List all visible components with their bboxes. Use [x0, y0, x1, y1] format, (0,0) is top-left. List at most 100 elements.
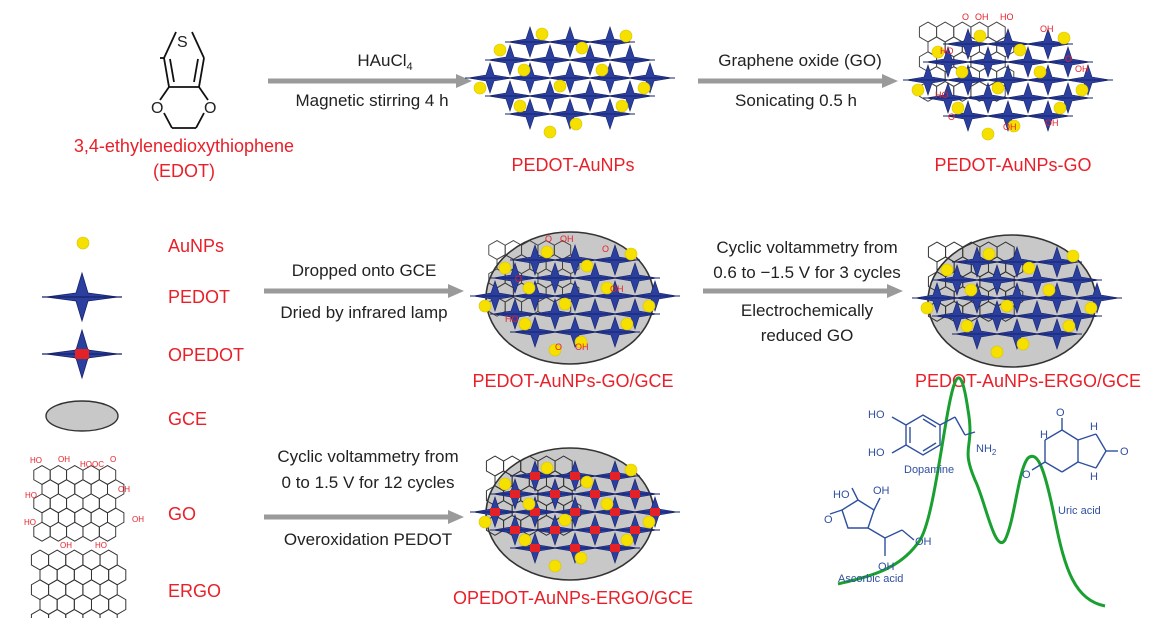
- step-1-condition: Magnetic stirring 4 h: [295, 91, 448, 110]
- dopamine-ho-1: HO: [868, 409, 885, 421]
- step-1-reagent: HAuCl4: [357, 51, 412, 73]
- arrow-step-5: [264, 510, 464, 524]
- ascorbic-acid-oh-1: OH: [873, 485, 890, 497]
- legend-opedot-icon: [41, 329, 123, 379]
- arrow-step-3: [264, 284, 464, 298]
- legend-gce-label: GCE: [168, 409, 207, 429]
- svg-text:HO: HO: [25, 491, 37, 500]
- product-pedot-aunps-go: PEDOT-AuNPs-GO: [934, 155, 1091, 175]
- ascorbic-acid-label: Ascorbic acid: [838, 573, 903, 585]
- edot-atom-o-right: O: [204, 100, 216, 117]
- voltammogram-curve: [837, 376, 1106, 608]
- legend-go-icon: [34, 466, 124, 542]
- legend-ergo-icon: [31, 550, 125, 618]
- product-opedot-aunps-ergo-gce: OPEDOT-AuNPs-ERGO/GCE: [453, 588, 693, 608]
- svg-text:OH: OH: [975, 12, 989, 22]
- go-functional-groups-2: O OH O O HO OH O OH: [505, 234, 624, 352]
- svg-text:HO: HO: [30, 456, 42, 465]
- step-4-line3: Electrochemically: [741, 301, 874, 320]
- uric-acid-o-top: O: [1056, 407, 1065, 419]
- legend-go-label: GO: [168, 504, 196, 524]
- go-functional-groups-1: O OH HO OH HO HO O O OH OH OH: [935, 12, 1089, 132]
- ascorbic-acid-structure: [829, 487, 915, 556]
- step-4-line2: 0.6 to −1.5 V for 3 cycles: [713, 263, 901, 282]
- step-5-line1: Cyclic voltammetry from: [277, 447, 458, 466]
- pedot-aunps-cluster: [465, 27, 675, 138]
- svg-text:O: O: [110, 455, 116, 464]
- step-4-line1: Cyclic voltammetry from: [716, 238, 897, 257]
- dopamine-structure: [891, 414, 976, 456]
- uric-acid-nh-3: H: [1090, 471, 1098, 483]
- uric-acid-nh-2: H: [1040, 429, 1048, 441]
- edot-atom-s: S: [177, 34, 188, 51]
- svg-text:OH: OH: [1075, 64, 1089, 74]
- step-4-line4: reduced GO: [761, 326, 854, 345]
- svg-text:OH: OH: [560, 234, 574, 244]
- arrow-step-1: [268, 74, 472, 88]
- opedot-aunps-ergo-gce-cluster: [470, 456, 680, 572]
- dopamine-label: Dopamine: [904, 464, 954, 476]
- pedot-aunps-go-gce-cluster: [470, 241, 680, 356]
- arrow-step-4: [703, 284, 903, 298]
- legend-aunps-icon: [76, 236, 90, 250]
- pedot-aunps-ergo-gce-cluster: [912, 242, 1122, 358]
- svg-text:HO: HO: [24, 518, 36, 527]
- step-5-line3: Overoxidation PEDOT: [284, 530, 452, 549]
- edot-molecule: [159, 31, 209, 129]
- svg-text:O: O: [602, 244, 609, 254]
- step-2-condition: Sonicating 0.5 h: [735, 91, 857, 110]
- dopamine-nh2: NH2: [976, 443, 997, 457]
- svg-text:OH: OH: [1003, 122, 1017, 132]
- svg-text:OH: OH: [118, 485, 130, 494]
- step-2-reagent: Graphene oxide (GO): [718, 51, 881, 70]
- legend-aunps-label: AuNPs: [168, 236, 224, 256]
- ascorbic-acid-oh-2: OH: [878, 561, 895, 573]
- svg-text:HO: HO: [505, 314, 519, 324]
- edot-atom-o-left: O: [151, 100, 163, 117]
- uric-acid-label: Uric acid: [1058, 505, 1101, 517]
- ascorbic-acid-oh-3: OH: [915, 536, 932, 548]
- svg-text:OH: OH: [610, 284, 624, 294]
- svg-text:OH: OH: [60, 541, 72, 550]
- svg-text:OH: OH: [1045, 118, 1059, 128]
- uric-acid-nh-1: H: [1090, 421, 1098, 433]
- svg-text:O: O: [515, 274, 522, 284]
- ascorbic-acid-o: O: [824, 514, 833, 526]
- arrow-step-2: [698, 74, 898, 88]
- legend-ergo-label: ERGO: [168, 581, 221, 601]
- legend-gce-icon: [45, 400, 119, 432]
- svg-text:O: O: [948, 112, 955, 122]
- svg-text:O: O: [555, 342, 562, 352]
- svg-text:OH: OH: [575, 342, 589, 352]
- legend-pedot-label: PEDOT: [168, 287, 230, 307]
- svg-text:O: O: [1065, 54, 1072, 64]
- svg-text:O: O: [962, 12, 969, 22]
- product-pedot-aunps-go-gce: PEDOT-AuNPs-GO/GCE: [472, 371, 673, 391]
- svg-text:HOOC: HOOC: [80, 460, 104, 469]
- legend-go-groups: HO OH HOOC O OH HO OH HO OH HO: [24, 455, 144, 550]
- dopamine-ho-2: HO: [868, 447, 885, 459]
- uric-acid-o-left: O: [1022, 469, 1031, 481]
- svg-text:HO: HO: [940, 46, 954, 56]
- ascorbic-acid-ho: HO: [833, 489, 850, 501]
- product-pedot-aunps: PEDOT-AuNPs: [511, 155, 634, 175]
- step-3-line1: Dropped onto GCE: [292, 261, 437, 280]
- svg-text:OH: OH: [132, 515, 144, 524]
- svg-text:OH: OH: [58, 455, 70, 464]
- product-pedot-aunps-ergo-gce: PEDOT-AuNPs-ERGO/GCE: [915, 371, 1141, 391]
- svg-text:HO: HO: [95, 541, 107, 550]
- uric-acid-structure: [1031, 418, 1118, 473]
- edot-abbr: (EDOT): [153, 161, 215, 181]
- legend-pedot-icon: [41, 272, 123, 322]
- svg-text:O: O: [545, 234, 552, 244]
- svg-text:HO: HO: [1000, 12, 1014, 22]
- svg-text:OH: OH: [1040, 24, 1054, 34]
- step-3-line2: Dried by infrared lamp: [280, 303, 447, 322]
- svg-text:HO: HO: [935, 90, 949, 100]
- edot-name: 3,4-ethylenedioxythiophene: [74, 136, 294, 156]
- uric-acid-o-right: O: [1120, 446, 1129, 458]
- legend-opedot-label: OPEDOT: [168, 345, 244, 365]
- step-5-line2: 0 to 1.5 V for 12 cycles: [282, 473, 455, 492]
